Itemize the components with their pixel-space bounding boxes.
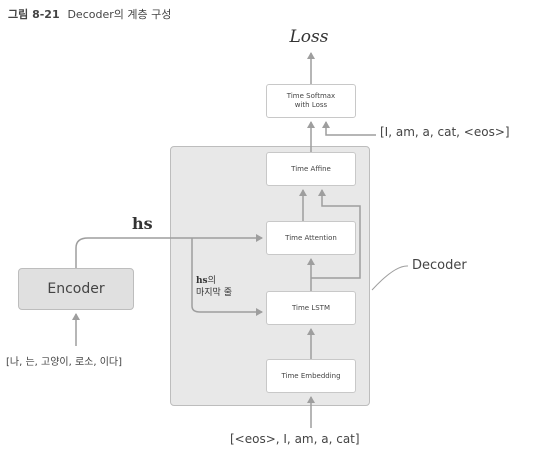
time-softmax-with-loss-layer: Time Softmax with Loss xyxy=(266,84,356,118)
loss-output-label: Loss xyxy=(289,27,329,47)
time-affine-layer: Time Affine xyxy=(266,152,356,186)
hs-last-suffix: 의 xyxy=(207,276,216,286)
arrow-hs-attention xyxy=(75,234,263,268)
encoder-block: Encoder xyxy=(18,268,134,310)
figure-caption: 그림 8-21 Decoder의 계층 구성 xyxy=(8,6,171,22)
arrow-hs-last-lstm xyxy=(191,238,263,316)
arrow-lstm-skip-affine xyxy=(311,189,361,279)
decoder-input-sequence: [<eos>, I, am, a, cat] xyxy=(230,432,360,446)
time-embedding-layer: Time Embedding xyxy=(266,359,356,393)
hs-label: hs xyxy=(132,214,153,233)
target-sequence: [I, am, a, cat, <eos>] xyxy=(380,125,510,139)
time-attention-layer: Time Attention xyxy=(266,221,356,255)
figure-number: 그림 8-21 xyxy=(8,8,60,21)
decoder-label-leader xyxy=(371,265,409,291)
arrow-target-softmax xyxy=(322,121,376,136)
figure-title: Decoder의 계층 구성 xyxy=(67,8,172,21)
decoder-label: Decoder xyxy=(412,258,467,273)
hs-last-hs: hs xyxy=(196,276,208,286)
encoder-input-sequence: [나, 는, 고양이, 로소, 이다] xyxy=(6,357,123,368)
time-lstm-layer: Time LSTM xyxy=(266,291,356,325)
hs-last-row-label: hs의 마지막 줄 xyxy=(196,275,232,299)
hs-last-line2: 마지막 줄 xyxy=(196,288,232,298)
